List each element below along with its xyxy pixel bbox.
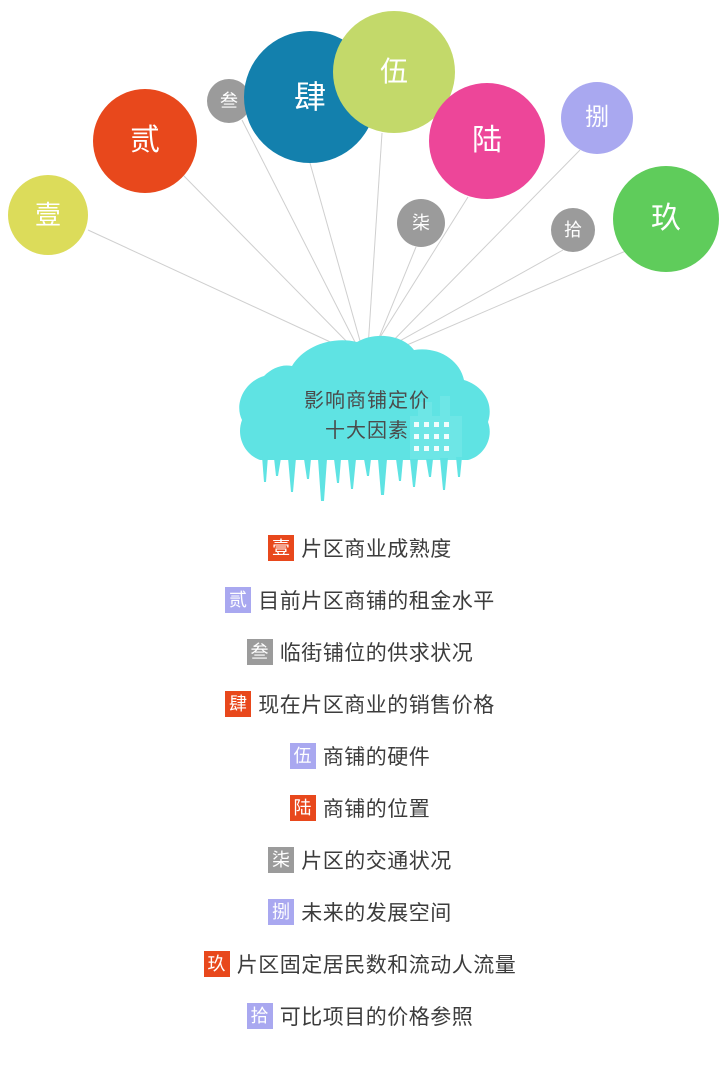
list-item-number: 捌 xyxy=(268,899,295,925)
list-item-number: 叁 xyxy=(246,639,273,665)
bubble-label: 肆 xyxy=(293,79,326,115)
list-item-number: 贰 xyxy=(225,587,252,613)
bubble-label: 贰 xyxy=(130,124,160,157)
list-item-text: 片区固定居民数和流动人流量 xyxy=(236,954,517,977)
bubble-label: 陆 xyxy=(472,124,502,157)
list-item: 叁临街铺位的供求状况 xyxy=(0,626,720,678)
bubble-label: 壹 xyxy=(34,200,61,230)
bubble-8[interactable]: 捌 xyxy=(561,82,633,154)
list-item: 伍商铺的硬件 xyxy=(0,730,720,782)
bubble-6[interactable]: 陆 xyxy=(429,83,545,199)
bubble-5[interactable]: 伍 xyxy=(333,11,455,133)
bubble-label: 玖 xyxy=(651,202,681,235)
list-item-number: 肆 xyxy=(225,691,252,717)
list-item: 壹片区商业成熟度 xyxy=(0,522,720,574)
list-item-text: 现在片区商业的销售价格 xyxy=(258,694,495,717)
list-item: 柒片区的交通状况 xyxy=(0,834,720,886)
bubble-10[interactable]: 玖 xyxy=(613,166,719,272)
list-item-text: 未来的发展空间 xyxy=(301,902,452,925)
bubble-label: 拾 xyxy=(564,220,582,240)
list-item-text: 商铺的硬件 xyxy=(322,746,431,769)
center-title-line1: 影响商铺定价 xyxy=(304,390,430,412)
factor-list: 壹片区商业成熟度贰目前片区商铺的租金水平叁临街铺位的供求状况肆现在片区商业的销售… xyxy=(0,522,720,1042)
cloud-shape xyxy=(239,335,490,501)
list-item-number: 陆 xyxy=(289,795,316,821)
list-item: 贰目前片区商铺的租金水平 xyxy=(0,574,720,626)
list-item-text: 片区的交通状况 xyxy=(301,850,452,873)
list-item-number: 玖 xyxy=(203,951,230,977)
list-item-number: 壹 xyxy=(268,535,295,561)
list-item: 玖片区固定居民数和流动人流量 xyxy=(0,938,720,990)
bubble-7[interactable]: 柒 xyxy=(397,199,445,247)
bubble-9[interactable]: 拾 xyxy=(551,208,595,252)
bubble-label: 柒 xyxy=(412,213,430,233)
list-item-text: 商铺的位置 xyxy=(322,798,431,821)
center-title: 影响商铺定价 十大因素 xyxy=(232,386,502,446)
bubble-2[interactable]: 贰 xyxy=(93,89,197,193)
list-item: 肆现在片区商业的销售价格 xyxy=(0,678,720,730)
center-title-line2: 十大因素 xyxy=(325,420,409,442)
connector-line-2 xyxy=(182,174,356,351)
connector-line-5 xyxy=(367,132,383,349)
list-item-text: 可比项目的价格参照 xyxy=(279,1006,474,1029)
list-item: 陆商铺的位置 xyxy=(0,782,720,834)
bubble-label: 叁 xyxy=(220,91,238,111)
list-item-text: 目前片区商铺的租金水平 xyxy=(258,590,495,613)
bubble-1[interactable]: 壹 xyxy=(8,175,88,255)
bubble-label: 伍 xyxy=(379,56,408,87)
bubble-3[interactable]: 叁 xyxy=(207,79,251,123)
bubble-label: 捌 xyxy=(585,104,609,131)
list-item: 捌未来的发展空间 xyxy=(0,886,720,938)
list-item-number: 拾 xyxy=(246,1003,273,1029)
connector-line-4 xyxy=(309,162,363,349)
list-item-number: 伍 xyxy=(289,743,316,769)
list-item: 拾可比项目的价格参照 xyxy=(0,990,720,1042)
center-cloud: 影响商铺定价 十大因素 xyxy=(232,330,502,520)
list-item-number: 柒 xyxy=(268,847,295,873)
list-item-text: 临街铺位的供求状况 xyxy=(279,642,474,665)
list-item-text: 片区商业成熟度 xyxy=(301,538,452,561)
